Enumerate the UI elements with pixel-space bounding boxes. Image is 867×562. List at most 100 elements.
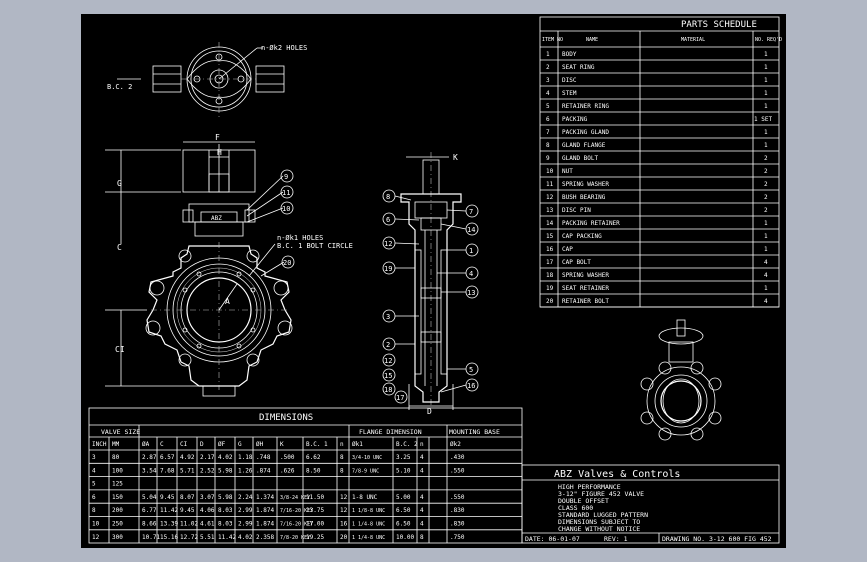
- dim-cell: 5.98: [218, 494, 233, 501]
- dim-cell: 7/8-20 KEY: [280, 535, 310, 541]
- note-line: CLASS 600: [558, 504, 593, 512]
- parts-header-qty: NO. REQ'D: [755, 37, 782, 43]
- dim-cell: 4.06: [200, 507, 215, 514]
- dim-cell: 1 1/8-8 UNC: [352, 508, 385, 514]
- part-item-no: 13: [546, 207, 554, 214]
- part-item-no: 19: [546, 285, 554, 292]
- part-item-no: 2: [546, 64, 550, 71]
- dim-cell: 1.18: [238, 454, 253, 461]
- dim-cell: .830: [450, 521, 465, 528]
- bc1-label: B.C. 1 BOLT CIRCLE: [277, 242, 353, 250]
- dim-cell: .626: [280, 467, 295, 474]
- dim-cell: 11.42: [160, 507, 178, 514]
- dim-cell: 12: [340, 494, 348, 501]
- part-item-no: 10: [546, 168, 554, 175]
- dim-cell: 4: [420, 494, 424, 501]
- part-qty: 1: [764, 220, 768, 227]
- side-balloons-left: 8 6 12 19 3 2 12 15 18 17: [382, 189, 420, 404]
- dim-cell: 5.51: [200, 534, 215, 541]
- balloon-16: 16: [467, 382, 475, 390]
- side-section-view: K D 8 6 12 19 3 2 12 15: [382, 152, 479, 416]
- dim-cell: 6.77: [142, 507, 157, 514]
- dim-cell: 13.75: [306, 507, 324, 514]
- part-qty: 2: [764, 168, 768, 175]
- part-qty: 2: [764, 155, 768, 162]
- dim-cell: .550: [450, 494, 465, 501]
- note-line: STANDARD LUGGED PATTERN: [558, 511, 648, 519]
- dim-cell: 7/16-20 KEY: [280, 522, 313, 528]
- dim-cell: 4: [420, 454, 424, 461]
- dim-col-header: Øk1: [352, 441, 363, 448]
- dim-cell: 300: [112, 534, 123, 541]
- part-qty: 1: [764, 51, 768, 58]
- dim-cell: 4: [420, 507, 424, 514]
- balloon-8: 8: [386, 193, 390, 201]
- dim-cell: 11.50: [306, 494, 324, 501]
- dim-cell: 7.68: [160, 467, 175, 474]
- dim-col-header: Øk2: [450, 441, 461, 448]
- dim-cell: 11.02: [180, 521, 198, 528]
- side-balloons-right: 7 14 1 4 13 5 16: [437, 204, 479, 393]
- dim-cell: 3/8-24 KEY: [280, 495, 310, 501]
- part-item-no: 14: [546, 220, 554, 227]
- part-item-no: 6: [546, 116, 550, 123]
- part-qty: 1: [764, 129, 768, 136]
- dim-cell: 6.50: [396, 507, 411, 514]
- dim-cell: .430: [450, 454, 465, 461]
- dim-cell: 19.25: [306, 534, 324, 541]
- part-name: SEAT RING: [562, 64, 595, 71]
- dim-col-header: B.C. 1: [306, 441, 328, 448]
- dim-cell: 17.00: [306, 521, 324, 528]
- dim-cell: 1.374: [256, 494, 274, 501]
- holes-mid-label: n-Øk1 HOLES: [277, 234, 323, 242]
- dim-col-header: B.C. 2: [396, 441, 418, 448]
- dim-cell: 3.25: [396, 454, 411, 461]
- dim-cell: 5.00: [396, 494, 411, 501]
- part-qty: 1: [764, 233, 768, 240]
- part-item-no: 12: [546, 194, 554, 201]
- part-item-no: 7: [546, 129, 550, 136]
- part-item-no: 8: [546, 142, 550, 149]
- dim-cell: 4.92: [180, 454, 195, 461]
- date-text: DATE: 06-01-07: [525, 535, 580, 543]
- dim-cell: 3: [92, 454, 96, 461]
- dim-cell: 16: [340, 521, 348, 528]
- part-name: SPRING WASHER: [562, 272, 609, 279]
- part-item-no: 9: [546, 155, 550, 162]
- dim-cell: 8.07: [180, 494, 195, 501]
- part-item-no: 15: [546, 233, 554, 240]
- rev-text: REV: 1: [604, 535, 628, 543]
- dim-cell: .748: [256, 454, 271, 461]
- part-name: SPRING WASHER: [562, 181, 609, 188]
- dim-d-label: D: [427, 407, 432, 416]
- dim-cell: 12: [92, 534, 100, 541]
- balloon-5: 5: [469, 366, 473, 374]
- part-item-no: 18: [546, 272, 554, 279]
- dim-c-label: C: [117, 243, 122, 252]
- balloon-4: 4: [469, 270, 473, 278]
- dim-cell: 20: [340, 534, 348, 541]
- dim-cell: 2.52: [200, 467, 215, 474]
- drawing-number: DRAWING NO. 3-12 600 FIG 452: [662, 535, 772, 543]
- dim-cell: 8.50: [306, 467, 321, 474]
- balloon-10: 10: [282, 205, 290, 213]
- dim-cell: 9.45: [180, 507, 195, 514]
- balloon-11: 11: [282, 189, 290, 197]
- front-stem-mark: ABZ: [211, 215, 222, 222]
- dim-cell: 6.57: [160, 454, 175, 461]
- dim-cell: 100: [112, 467, 123, 474]
- part-name: CAP: [562, 246, 573, 253]
- dim-col-header: CI: [180, 441, 188, 448]
- balloon-17: 17: [396, 394, 404, 402]
- dim-cell: 250: [112, 521, 123, 528]
- dim-cell: 80: [112, 454, 120, 461]
- dim-cell: 11.42: [218, 534, 236, 541]
- part-qty: 2: [764, 181, 768, 188]
- dimensions-title: DIMENSIONS: [259, 413, 313, 423]
- dim-cell: 15.16: [160, 534, 178, 541]
- balloon-12b: 12: [384, 357, 392, 365]
- note-line: DOUBLE OFFSET: [558, 497, 609, 505]
- part-item-no: 11: [546, 181, 554, 188]
- dim-cell: 200: [112, 507, 123, 514]
- part-name: RETAINER BOLT: [562, 298, 609, 305]
